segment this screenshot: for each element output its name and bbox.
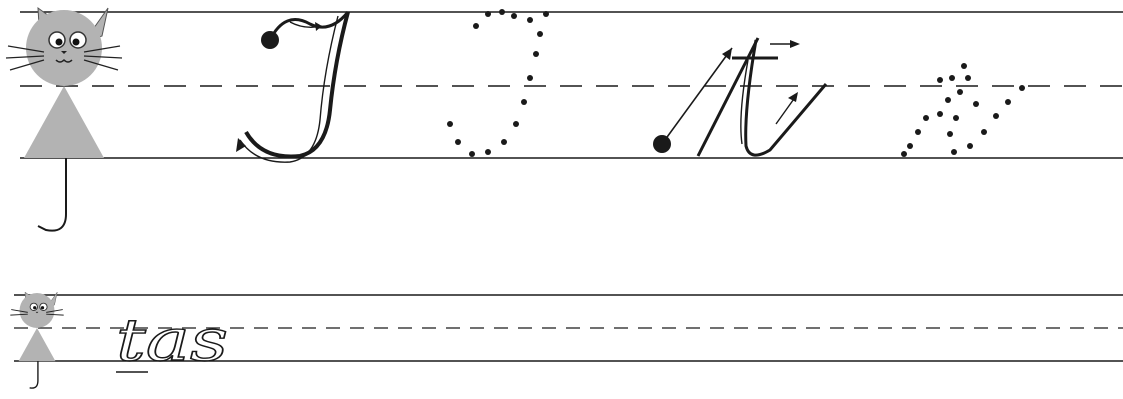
top-ruling [20, 11, 1123, 159]
start-dot-icon [653, 135, 671, 153]
arrow-icon [236, 138, 246, 152]
cat-icon [5, 6, 123, 232]
bottom-ruling [14, 294, 1123, 362]
dotted-letter-t [447, 9, 549, 157]
model-letter [236, 11, 350, 163]
example-word: tas [116, 306, 228, 374]
small-cat-icon [10, 291, 64, 389]
start-dot-icon [261, 31, 279, 49]
dotted-letter-lowercase-t [901, 63, 1025, 157]
model-letter-lowercase [653, 37, 828, 157]
